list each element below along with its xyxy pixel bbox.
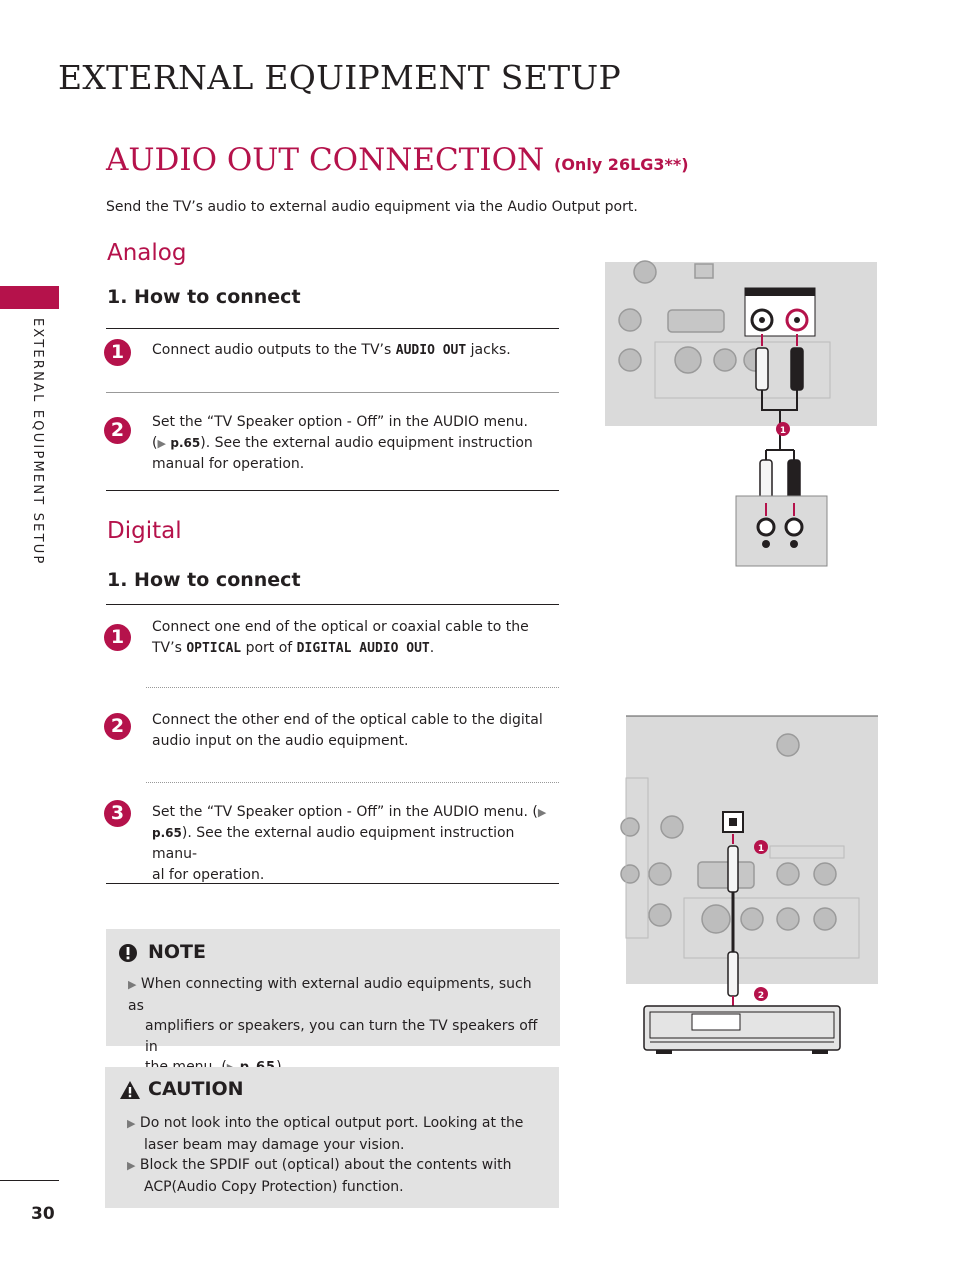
note-line: ▶ When connecting with external audio eq… (128, 974, 548, 1016)
note-line: amplifiers or speakers, you can turn the… (145, 1018, 538, 1055)
step-marker (776, 422, 790, 436)
step-text: jacks. (466, 342, 511, 358)
step-number: 2 (104, 417, 131, 444)
digital-step-3-text: Set the “TV Speaker option - Off” in the… (152, 802, 547, 886)
section-title-text: AUDIO OUT CONNECTION (106, 142, 545, 178)
rca-plug-white (759, 459, 773, 501)
dotted-divider (146, 782, 559, 783)
digital-how-to: 1. How to connect (107, 569, 301, 591)
side-chapter-label: EXTERNAL EQUIPMENT SETUP (30, 318, 45, 566)
step-line: Connect one end of the optical or coaxia… (152, 619, 529, 635)
dotted-divider (146, 687, 559, 688)
step-number: 2 (104, 713, 131, 740)
optical-plug (727, 951, 739, 997)
keyword: OPTICAL (186, 641, 242, 656)
note-heading: NOTE (148, 941, 206, 963)
page-title: EXTERNAL EQUIPMENT SETUP (58, 58, 622, 97)
analog-step-2-text: Set the “TV Speaker option - Off” in the… (152, 412, 547, 475)
audio-equipment-panel (735, 495, 828, 567)
analog-step-1-text: Connect audio outputs to the TV’s AUDIO … (152, 340, 547, 361)
step-marker (754, 840, 768, 854)
step-text: port of (241, 640, 297, 656)
tv-back-panel (626, 716, 878, 984)
analog-heading: Analog (107, 240, 187, 266)
divider (106, 490, 559, 491)
section-title: AUDIO OUT CONNECTION (Only 26LG3**) (106, 142, 689, 178)
audio-equipment-device (643, 1005, 841, 1051)
caution-box: CAUTION ▶ Do not look into the optical o… (105, 1067, 559, 1208)
step-text: Connect audio outputs to the TV’s (152, 342, 396, 358)
step-line: al for operation. (152, 867, 265, 883)
divider (106, 604, 559, 605)
caution-line: ACP(Audio Copy Protection) function. (144, 1178, 404, 1195)
exclamation-icon (119, 944, 137, 962)
digital-step-1-text: Connect one end of the optical or coaxia… (152, 617, 547, 659)
note-text: When connecting with external audio equi… (128, 976, 532, 1014)
step-text: TV’s (152, 640, 187, 656)
caution-line: laser beam may damage your vision. (144, 1136, 405, 1153)
arrow-icon: ▶ (157, 437, 166, 450)
step-line: audio input on the audio equipment. (152, 733, 409, 749)
step-line: TV’s OPTICAL port of DIGITAL AUDIO OUT. (152, 638, 547, 659)
caution-text: Block the SPDIF out (optical) about the … (139, 1157, 512, 1173)
step-line: Connect the other end of the optical cab… (152, 712, 543, 728)
tv-back-panel (605, 262, 877, 426)
step-marker-label: 1 (780, 426, 786, 436)
section-intro: Send the TV’s audio to external audio eq… (106, 199, 638, 215)
page-number: 30 (31, 1204, 55, 1224)
rca-plug-red (787, 459, 801, 501)
warning-icon (120, 1081, 140, 1099)
digital-heading: Digital (107, 518, 182, 544)
digital-step-2-text: Connect the other end of the optical cab… (152, 710, 547, 752)
divider (106, 328, 559, 329)
divider (106, 883, 559, 884)
step-marker (754, 987, 768, 1001)
analog-connection-diagram: 1 (605, 260, 877, 567)
caution-line: ▶ Do not look into the optical output po… (127, 1113, 547, 1135)
arrow-icon: ▶ (537, 806, 547, 819)
caution-text: Do not look into the optical output port… (139, 1115, 524, 1131)
section-subtitle: (Only 26LG3**) (554, 155, 689, 174)
step-number: 3 (104, 800, 131, 827)
step-line: p.65). See the external audio equipment … (152, 823, 547, 865)
ref-open: ( (152, 435, 158, 451)
audio-in-left-jack (756, 517, 776, 537)
step-number: 1 (104, 339, 131, 366)
step-number: 1 (104, 624, 131, 651)
page-reference: p.65 (170, 436, 201, 450)
keyword: DIGITAL AUDIO OUT (296, 641, 430, 656)
step-text: Set the “TV Speaker option - Off” in the… (152, 804, 538, 820)
note-box: NOTE ▶ When connecting with external aud… (106, 929, 560, 1075)
step-text: ). See the external audio equipment inst… (152, 825, 515, 862)
arrow-icon: ▶ (128, 978, 137, 991)
arrow-icon: ▶ (127, 1117, 136, 1130)
rca-plug-red (790, 347, 804, 391)
step-marker-label: 2 (758, 991, 764, 1001)
step-text: ). See the external audio equipment inst… (200, 435, 533, 451)
panel-frame (654, 341, 831, 399)
step-line: Set the “TV Speaker option - Off” in the… (152, 414, 528, 430)
analog-how-to: 1. How to connect (107, 286, 301, 308)
optical-plug (727, 845, 739, 893)
arrow-icon: ▶ (127, 1159, 136, 1172)
page-reference: p.65 (152, 826, 182, 840)
digital-connection-diagram: 1 2 (620, 715, 878, 1054)
step-marker-label: 1 (758, 844, 764, 854)
rca-plug-white (755, 347, 769, 391)
step-line: manual for operation. (152, 456, 305, 472)
divider (106, 392, 559, 393)
caution-line: ▶ Block the SPDIF out (optical) about th… (127, 1155, 547, 1177)
audio-in-right-jack (784, 517, 804, 537)
note-body: ▶ When connecting with external audio eq… (128, 974, 548, 1079)
caution-heading: CAUTION (148, 1078, 244, 1100)
keyword: AUDIO OUT (395, 343, 467, 358)
caution-body: ▶ Do not look into the optical output po… (127, 1113, 547, 1197)
footer-divider (0, 1180, 59, 1181)
step-line: Set the “TV Speaker option - Off” in the… (152, 802, 547, 823)
step-line: (▶ p.65). See the external audio equipme… (152, 433, 547, 454)
chapter-tab (0, 286, 59, 309)
step-text: . (429, 640, 435, 656)
